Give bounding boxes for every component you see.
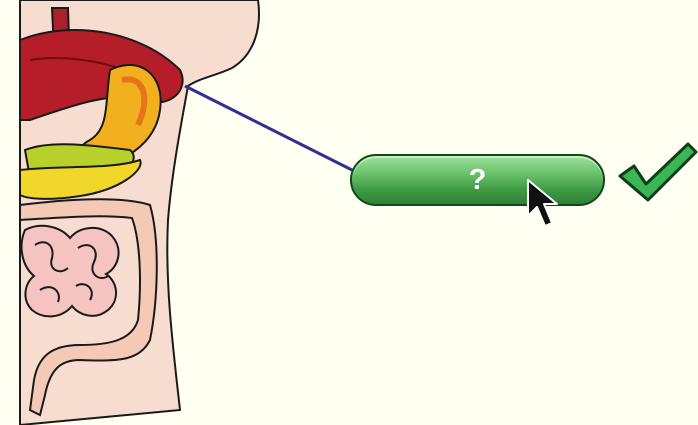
answer-label-button[interactable]: ? xyxy=(350,154,605,206)
small-intestine xyxy=(22,226,119,317)
answer-label-text: ? xyxy=(469,166,487,195)
check-icon xyxy=(616,140,698,204)
label-connector-line xyxy=(185,86,352,170)
